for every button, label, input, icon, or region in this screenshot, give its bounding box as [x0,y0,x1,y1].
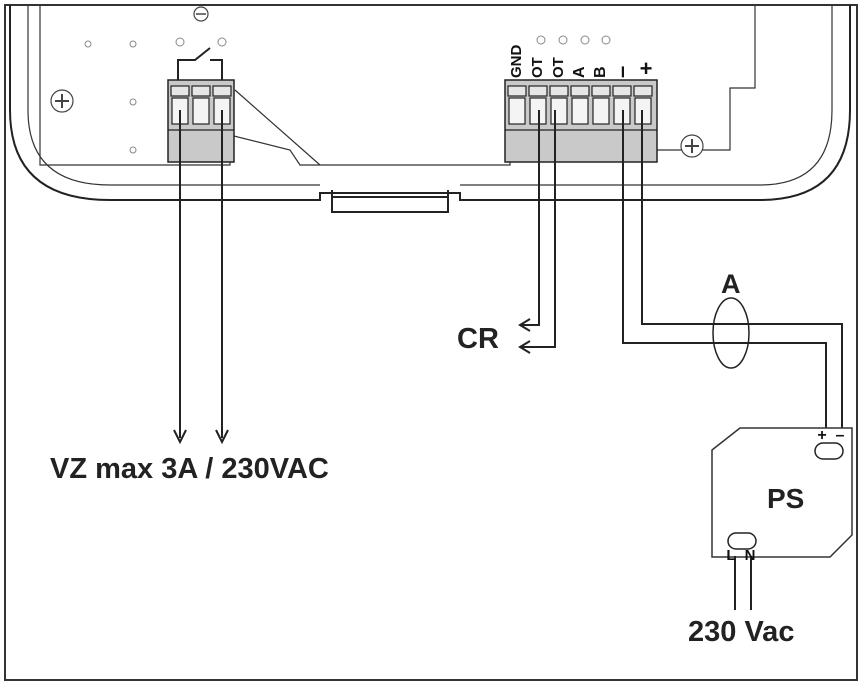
mains-label: 230 Vac [688,616,794,648]
ps-l-label: L [726,547,735,564]
mains-wires [734,556,752,610]
cable-a-label: A [721,269,741,299]
pin-indicator-dots [536,35,611,45]
power-supply-box [711,427,853,558]
outer-frame [4,4,858,681]
ps-minus-label: – [836,427,845,444]
cable-bundle-marker [712,297,750,369]
cr-label: CR [457,323,499,355]
ps-n-label: N [745,547,756,564]
pin-label-gnd: GND [508,45,525,79]
bus-terminal-block [504,79,658,163]
relay-output-label: VZ max 3A / 230VAC [50,453,329,485]
pcb-ridge [234,89,321,166]
ps-input-slot [727,532,757,550]
relay-contact-symbol [177,47,223,82]
pcb-components [84,37,227,154]
housing-clip [331,190,449,213]
mounting-screw-top [193,6,209,22]
device-housing-inner [27,5,833,186]
ps-output-slot [814,442,844,460]
power-wires [622,110,843,440]
ps-plus-label: + [817,427,826,444]
pin-label-plus: + [640,56,653,81]
cr-wires [518,110,556,354]
pin-label-ot-1: OT [529,57,546,78]
mounting-screw-left [50,89,74,113]
device-housing [9,5,851,201]
pin-label-a: A [571,66,588,78]
ps-label: PS [767,483,804,514]
pin-label-minus: – [609,66,634,78]
relay-terminal-block [167,79,235,163]
pin-label-b: B [592,66,609,78]
pin-label-ot-2: OT [550,57,567,78]
relay-output-wires [173,110,229,445]
mounting-screw-right [680,134,704,158]
